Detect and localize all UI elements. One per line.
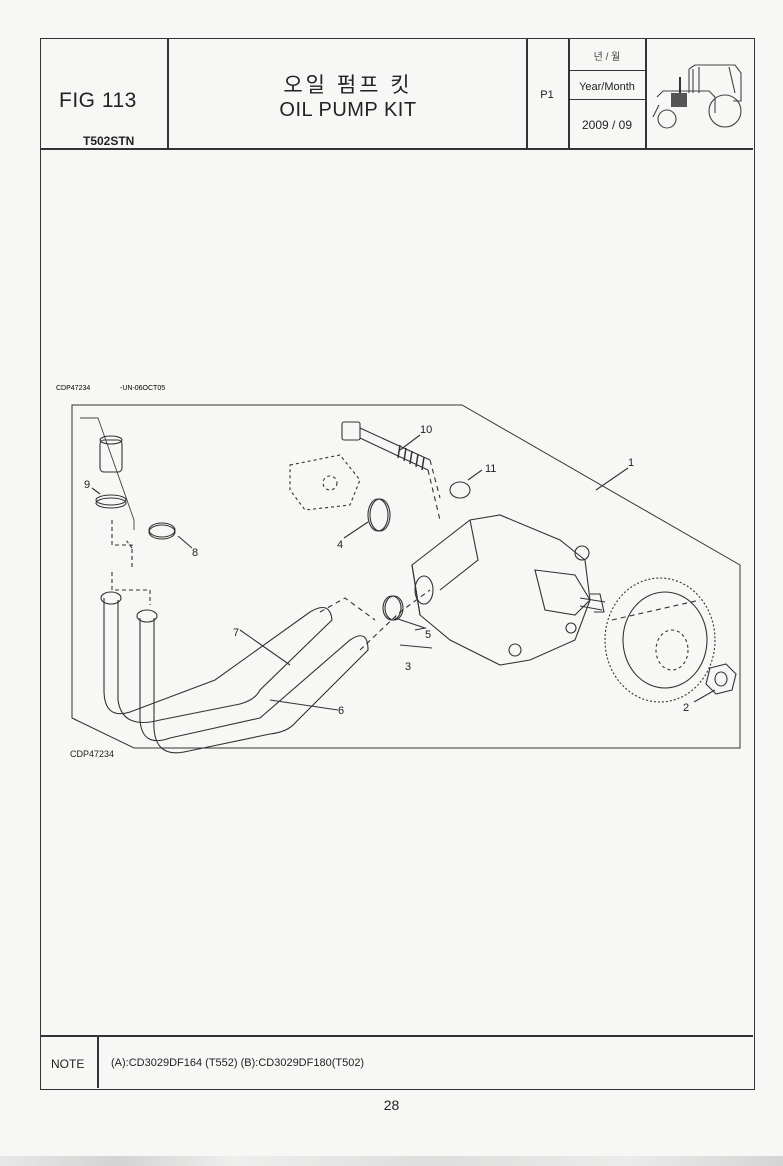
exploded-parts-diagram: CDP47234 -UN-06OCT05: [56, 385, 741, 759]
tractor-icon: [652, 64, 742, 129]
model-code: T502STN: [83, 134, 135, 148]
fitting-part-9: [95, 435, 127, 509]
callout-7: 7: [233, 627, 239, 639]
header-divider: [526, 39, 528, 149]
callout-6: 6: [338, 705, 344, 717]
header-bottom-rule: [41, 148, 753, 150]
year-month-value: 2009 / 09: [581, 118, 633, 132]
page-title: OIL PUMP KIT: [279, 99, 417, 121]
header-divider: [568, 70, 646, 71]
bolt-part-10: [341, 421, 441, 521]
diagram-code-suffix: -UN-06OCT05: [120, 385, 165, 392]
title-korean: 오일 펌프 킷: [283, 74, 413, 97]
tube-part-6: [136, 609, 369, 754]
year-month-korean: 년 / 월: [593, 52, 621, 63]
o-ring-part-5: [382, 595, 404, 621]
callout-9: 9: [84, 479, 90, 491]
page-number: 28: [383, 1097, 400, 1113]
note-label: NOTE: [51, 1057, 85, 1071]
header-divider: [167, 39, 169, 149]
scan-edge: [0, 1156, 783, 1166]
callout-5: 5: [425, 629, 431, 641]
callout-10: 10: [420, 424, 432, 436]
page-reference: P1: [540, 89, 554, 101]
callout-2: 2: [683, 702, 689, 714]
callout-1: 1: [628, 457, 634, 469]
note-top-rule: [41, 1035, 753, 1037]
nut-part-2: [705, 663, 737, 695]
note-text: (A):CD3029DF164 (T552) (B):CD3029DF180(T…: [111, 1057, 365, 1069]
figure-number: FIG 113: [59, 89, 137, 112]
tube-part-7: [100, 591, 333, 724]
callout-8: 8: [192, 547, 198, 559]
diagram-code-bottom: CDP47234: [70, 749, 114, 759]
note-divider: [97, 1035, 99, 1088]
callout-11: 11: [485, 463, 496, 475]
header-divider: [568, 99, 646, 100]
header-divider: [568, 39, 570, 149]
header-divider: [645, 39, 647, 149]
o-ring-part-4: [367, 498, 391, 532]
year-month-label: Year/Month: [579, 81, 635, 93]
page-frame: FIG 113 T502STN 오일 펌프 킷 OIL PUMP KIT P1 …: [40, 38, 755, 1090]
washer-part-11: [449, 481, 471, 499]
gear-part-1: [604, 577, 716, 703]
ring-part-8: [148, 522, 176, 540]
callout-3: 3: [405, 661, 411, 673]
callout-4: 4: [337, 539, 343, 551]
pump-body-part-3: [411, 514, 606, 666]
diagram-code-top: CDP47234: [56, 385, 90, 392]
